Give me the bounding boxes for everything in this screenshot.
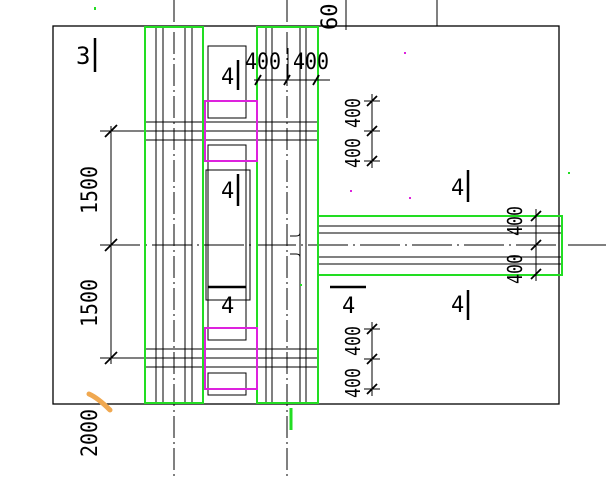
left-wall xyxy=(155,0,193,477)
dim-top-60: 60 xyxy=(318,4,343,31)
orange-markup-stroke xyxy=(86,391,113,413)
right-beam xyxy=(290,225,562,265)
stray-dots xyxy=(94,7,570,286)
top-dimension-chain xyxy=(254,48,330,86)
dim-right-400-beam-b: 400 xyxy=(503,254,527,284)
horizontal-beams xyxy=(100,121,606,368)
mark-4-center-label: 4 xyxy=(221,179,234,204)
left-column-outline xyxy=(144,26,204,404)
dim-right-400-lower-b: 400 xyxy=(341,368,365,398)
upper-opening xyxy=(204,100,258,162)
dim-vert-2000: 2000 xyxy=(78,409,103,457)
dim-right-400-lower-a: 400 xyxy=(341,326,365,356)
mark-3-label: 3 xyxy=(76,42,90,70)
green-outlines xyxy=(144,26,563,430)
mark-4-far-right-label: 4 xyxy=(451,293,464,318)
magenta-openings xyxy=(204,100,258,390)
mark-4-right-lower-label: 4 xyxy=(342,294,355,319)
dim-right-400-beam-a: 400 xyxy=(503,206,527,236)
dim-vert-1500-upper: 1500 xyxy=(78,166,103,214)
dim-right-400-upper-b: 400 xyxy=(341,138,365,168)
dim-top-400-right: 400 xyxy=(293,50,329,75)
dim-right-400-upper-a: 400 xyxy=(341,98,365,128)
mark-4-right-upper-label: 4 xyxy=(451,176,464,201)
section-mark-bars xyxy=(93,38,470,320)
mark-4-left-lower-label: 4 xyxy=(221,294,234,319)
dim-top-400-left: 400 xyxy=(245,50,281,75)
inner-frames xyxy=(205,45,251,396)
right-beam-outline xyxy=(317,215,563,276)
right-dimension-chains xyxy=(364,94,542,396)
mark-4-top-label: 4 xyxy=(221,65,234,90)
left-dimension-chain xyxy=(104,124,118,365)
dim-vert-1500-lower: 1500 xyxy=(78,279,103,327)
lower-opening xyxy=(204,327,258,390)
